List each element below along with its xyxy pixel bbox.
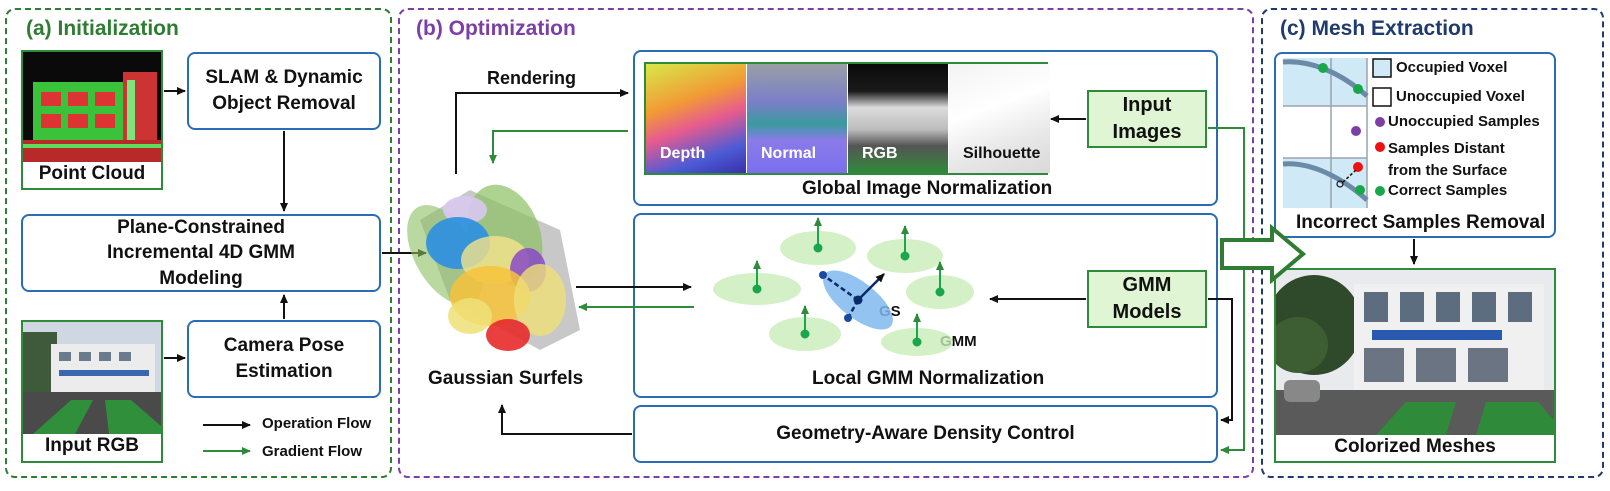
depth-label: Depth	[660, 145, 706, 162]
normal-tile: Normal	[747, 64, 847, 173]
gmm-label: GMM	[940, 333, 977, 350]
input-images-box: Input Images	[1087, 90, 1207, 148]
legend-unoccupied-samples: Unoccupied Samples	[1388, 113, 1540, 130]
incorrect-removal-label: Incorrect Samples Removal	[1296, 212, 1546, 233]
colorized-meshes-label: Colorized Meshes	[1334, 436, 1496, 457]
initialization-title: (a) Initialization	[26, 17, 179, 40]
legend-occupied-voxel: Occupied Voxel	[1396, 59, 1508, 76]
legend-unoccupied-voxel: Unoccupied Voxel	[1396, 88, 1525, 105]
input-rgb-picture	[23, 322, 161, 434]
point-cloud-picture	[23, 52, 161, 162]
point-cloud-image: Point Cloud	[21, 50, 163, 190]
density-control-box: Geometry-Aware Density Control	[633, 405, 1218, 463]
depth-tile: Depth	[646, 64, 746, 173]
legend-operation-label: Operation Flow	[262, 415, 372, 432]
gaussian-surfels-label: Gaussian Surfels	[428, 368, 584, 389]
gmm-models-box: GMM Models	[1087, 270, 1207, 328]
render-tiles: Depth Normal RGB Silhouette	[644, 62, 1050, 175]
colorized-mesh-image: Colorized Meshes	[1274, 268, 1556, 463]
input-rgb-label: Input RGB	[45, 435, 139, 456]
initialization-panel	[5, 8, 392, 478]
silhouette-tile: Silhouette	[949, 64, 1050, 173]
input-rgb-image: Input RGB	[21, 320, 163, 463]
legend-correct-samples: Correct Samples	[1388, 182, 1508, 199]
mesh-extraction-title: (c) Mesh Extraction	[1280, 17, 1474, 40]
global-normalization-label: Global Image Normalization	[802, 178, 1053, 199]
gmm-modeling-box: Plane-Constrained Incremental 4D GMM Mod…	[21, 214, 381, 292]
local-normalization-label: Local GMM Normalization	[812, 368, 1045, 389]
point-cloud-label: Point Cloud	[38, 163, 146, 184]
silhouette-label: Silhouette	[963, 145, 1041, 162]
slam-box: SLAM & Dynamic Object Removal	[187, 52, 381, 130]
rendering-label: Rendering	[487, 68, 577, 88]
normal-label: Normal	[761, 145, 817, 162]
legend-gradient-label: Gradient Flow	[262, 443, 363, 460]
rgb-tile: RGB	[848, 64, 948, 173]
legend-distant-samples: Samples Distant from the Surface	[1388, 140, 1508, 179]
optimization-title: (b) Optimization	[416, 17, 576, 40]
colorized-mesh-picture	[1276, 270, 1554, 435]
camera-pose-box: Camera Pose Estimation	[187, 320, 381, 398]
gs-label: GS	[879, 303, 901, 320]
rgb-label: RGB	[862, 145, 898, 162]
